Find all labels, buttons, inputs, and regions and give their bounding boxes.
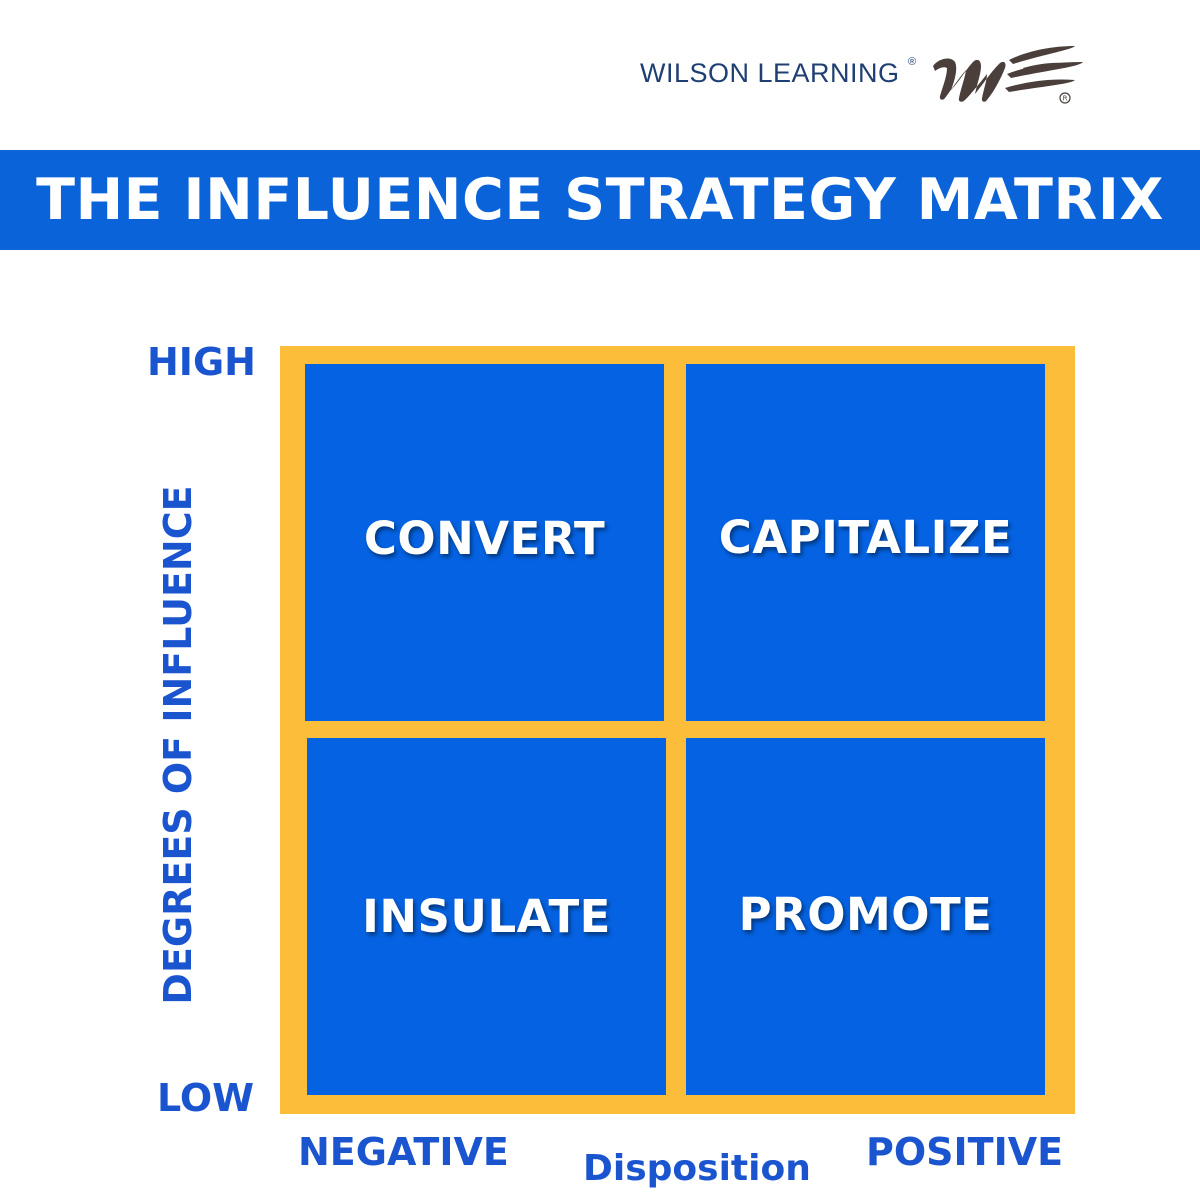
x-axis-title: Disposition <box>583 1148 811 1189</box>
quadrant-label: CAPITALIZE <box>718 511 1013 564</box>
quadrant-label: INSULATE <box>362 890 611 943</box>
quadrant-label: CONVERT <box>363 511 606 565</box>
quadrant-capitalize: CAPITALIZE <box>686 364 1045 721</box>
quadrant-convert: CONVERT <box>305 364 664 721</box>
quadrant-promote: PROMOTE <box>686 738 1045 1095</box>
wilson-learning-w-logo-icon: R <box>933 46 1083 104</box>
brand-logo: WILSON LEARNING ® R <box>640 38 1110 108</box>
brand-registered-mark: ® <box>908 56 917 68</box>
svg-text:R: R <box>1063 95 1068 103</box>
y-axis-high-label: HIGH <box>147 340 256 384</box>
quadrant-label: PROMOTE <box>738 888 993 941</box>
x-axis-positive-label: POSITIVE <box>866 1130 1064 1174</box>
page-title: THE INFLUENCE STRATEGY MATRIX <box>36 167 1164 233</box>
quadrant-insulate: INSULATE <box>307 738 666 1095</box>
title-banner: THE INFLUENCE STRATEGY MATRIX <box>0 150 1200 250</box>
brand-name: WILSON LEARNING <box>640 58 900 88</box>
y-axis-low-label: LOW <box>157 1076 255 1120</box>
x-axis-negative-label: NEGATIVE <box>298 1130 509 1174</box>
strategy-matrix: CONVERT CAPITALIZE INSULATE PROMOTE <box>280 346 1075 1114</box>
y-axis-title: DEGREES OF INFLUENCE <box>156 485 200 1005</box>
